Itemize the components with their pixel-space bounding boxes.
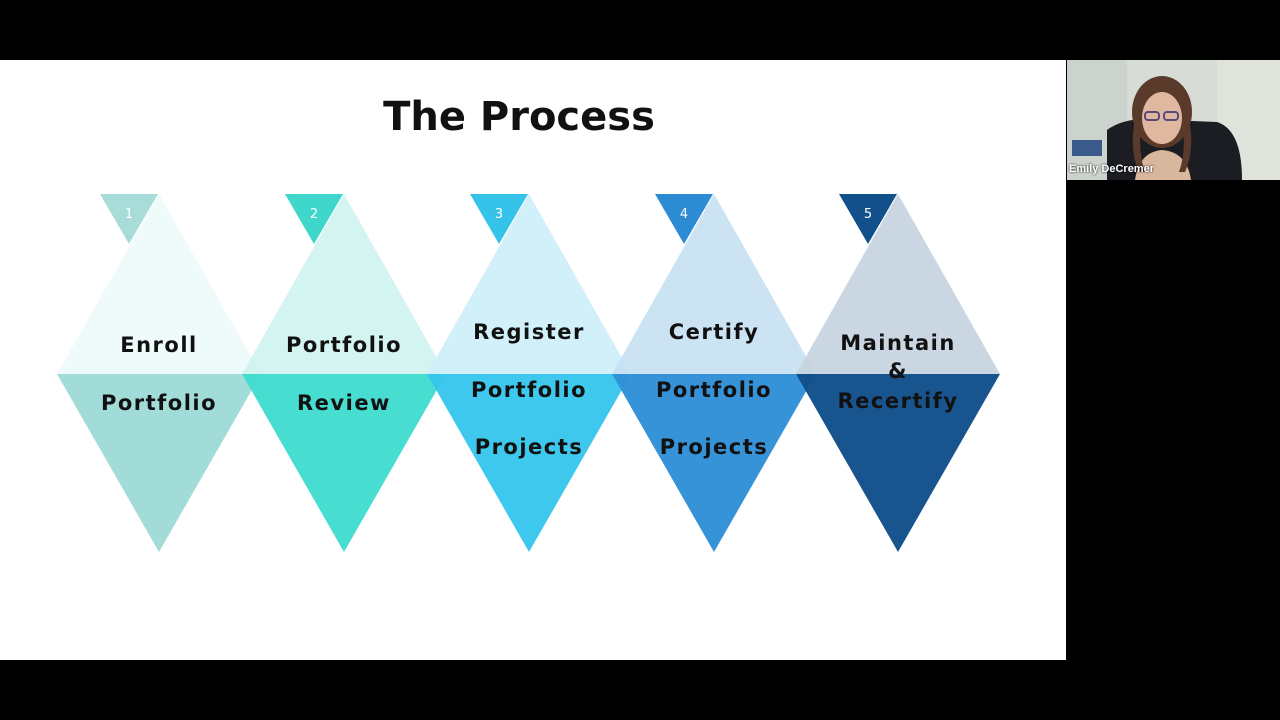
step-1-number-marker <box>100 194 158 244</box>
step-3-bottom-label-line-1: Portfolio <box>471 378 587 402</box>
step-1-number: 1 <box>125 207 133 222</box>
step-5-label-line-3: Recertify <box>837 389 958 413</box>
slide-title: The Process <box>383 94 655 140</box>
step-2-bottom-triangle <box>242 374 446 552</box>
participant-avatar <box>1067 60 1280 180</box>
step-5-top-triangle <box>796 194 1000 374</box>
step-1-top-label-line-1: Enroll <box>120 333 197 357</box>
step-2-top-triangle <box>242 194 446 374</box>
step-2-bottom-label-line-1: Review <box>297 391 391 415</box>
step-4-top-label-line-1: Certify <box>669 320 760 344</box>
step-1-top-triangle <box>57 194 261 374</box>
step-1-bottom-triangle <box>57 374 261 552</box>
step-3-bottom-triangle <box>427 374 631 552</box>
step-4-top-triangle <box>612 194 816 374</box>
step-5-number-marker <box>839 194 897 244</box>
step-3-bottom-label-line-2: Projects <box>475 435 584 459</box>
participant-video-tile[interactable]: Emily DeCremer <box>1067 60 1280 180</box>
step-5-bottom-triangle <box>796 374 1000 552</box>
step-2-number: 2 <box>310 207 318 222</box>
step-4-bottom-triangle <box>612 374 816 552</box>
step-4-bottom-label-line-1: Portfolio <box>656 378 772 402</box>
step-2-top-label-line-1: Portfolio <box>286 333 402 357</box>
step-5-number: 5 <box>864 207 872 222</box>
step-4-number-marker <box>655 194 713 244</box>
step-3-number-marker <box>470 194 528 244</box>
step-3-number: 3 <box>495 207 503 222</box>
step-4-number: 4 <box>680 207 688 222</box>
step-5-label-line-1: Maintain <box>840 331 956 355</box>
step-3-top-label-line-1: Register <box>473 320 585 344</box>
step-2-number-marker <box>285 194 343 244</box>
participant-name-label: Emily DeCremer <box>1069 163 1154 175</box>
step-5-label-line-2: & <box>888 359 908 383</box>
step-4-bottom-label-line-2: Projects <box>660 435 769 459</box>
step-3-top-triangle <box>427 194 631 374</box>
step-1-bottom-label-line-1: Portfolio <box>101 391 217 415</box>
